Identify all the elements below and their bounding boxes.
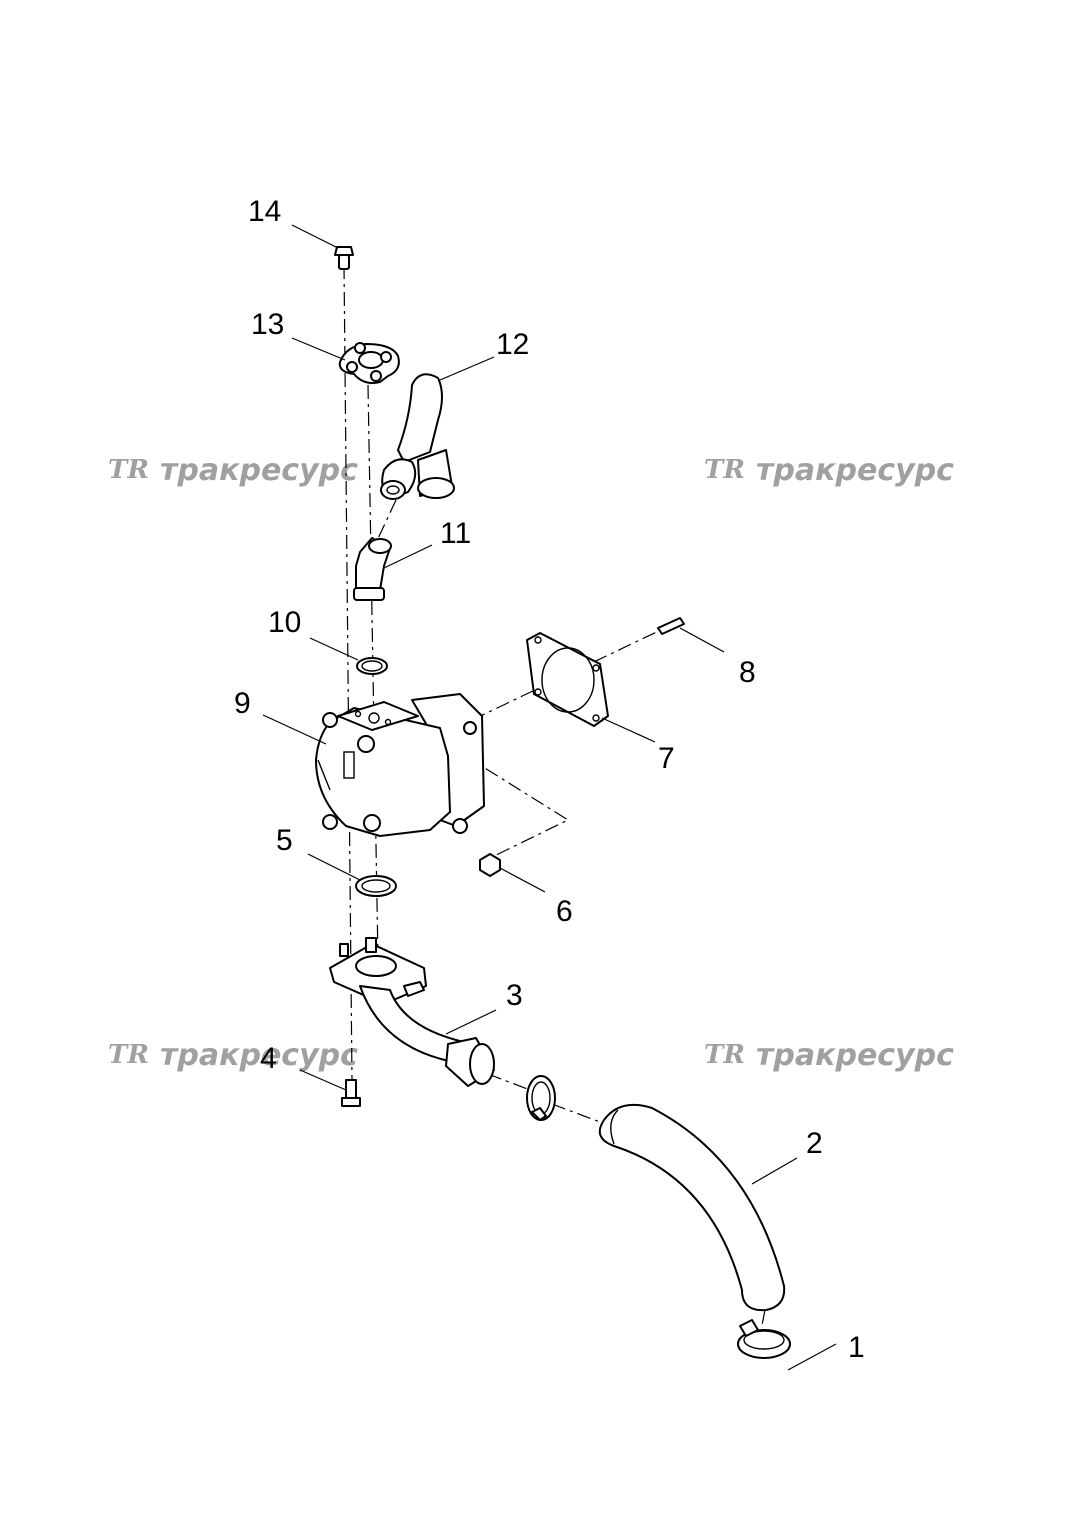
- callout-10: 10: [268, 606, 301, 639]
- part-4-bolt: [341, 1079, 361, 1107]
- callout-11: 11: [440, 517, 471, 550]
- watermark-logo: TR: [704, 1040, 745, 1070]
- callout-7: 7: [658, 742, 675, 775]
- part-11-elbow-fitting: [353, 537, 392, 601]
- part-2-hose: [598, 1104, 786, 1312]
- part-9-pump: [315, 693, 485, 837]
- watermark-brand: тракресурс: [756, 453, 954, 488]
- callout-14: 14: [248, 195, 281, 228]
- callout-2: 2: [806, 1127, 823, 1160]
- part-1-hose-clamp: [737, 1319, 791, 1359]
- watermark-brand: тракресурс: [756, 1038, 954, 1073]
- part-12-hose: [380, 373, 455, 500]
- assembly-lines: [343, 264, 766, 1326]
- watermark-logo: TR: [108, 1040, 149, 1070]
- watermark-brand: тракресурс: [160, 1038, 358, 1073]
- callout-9: 9: [234, 687, 251, 720]
- part-14-bolt: [334, 246, 354, 270]
- callout-12: 12: [496, 328, 529, 361]
- callout-4: 4: [260, 1042, 277, 1075]
- callout-1: 1: [848, 1331, 865, 1364]
- watermark-bottom-right: TR тракресурс: [704, 1038, 954, 1073]
- part-3-suction-tube: [329, 937, 495, 1087]
- leader-lines: [262, 224, 837, 1371]
- callout-13: 13: [251, 308, 284, 341]
- watermark-logo: TR: [704, 455, 745, 485]
- watermark-logo: TR: [108, 455, 149, 485]
- callout-labels: 1 2 3 4 5 6 7 8 9 10 11 12 13 14: [234, 195, 865, 1364]
- watermark-bottom-left: TR тракресурс: [108, 1038, 358, 1073]
- hose-clamp-middle: [526, 1075, 556, 1121]
- part-10-o-ring: [356, 657, 388, 675]
- part-5-o-ring: [355, 875, 397, 897]
- part-6-nut: [479, 853, 501, 877]
- callout-6: 6: [556, 895, 573, 928]
- watermark-top-left: TR тракресурс: [108, 453, 358, 488]
- callout-5: 5: [276, 824, 293, 857]
- watermark-top-right: TR тракресурс: [704, 453, 954, 488]
- part-7-gasket: [526, 632, 609, 727]
- part-13-flange-clamp: [338, 342, 400, 384]
- watermark-brand: тракресурс: [160, 453, 358, 488]
- part-8-pin: [657, 617, 685, 635]
- callout-3: 3: [506, 979, 523, 1012]
- callout-8: 8: [739, 656, 756, 689]
